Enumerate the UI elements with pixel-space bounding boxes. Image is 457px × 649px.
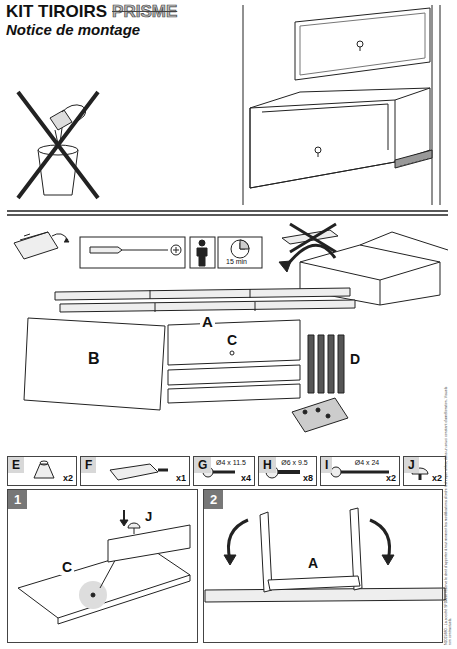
quantity: x2 [63, 473, 73, 483]
step-number: 2 [204, 490, 223, 509]
label: B [86, 350, 102, 368]
tools-row [14, 224, 448, 305]
label: A [306, 556, 320, 571]
label: J [143, 510, 154, 524]
label: Notice de montage [6, 22, 140, 39]
quantity: x8 [303, 473, 313, 483]
label: C [225, 333, 239, 348]
separator [7, 211, 448, 215]
part-letter: F [81, 457, 96, 473]
label: C [60, 560, 74, 575]
step-panel: 1 [7, 489, 198, 643]
label: A [200, 314, 215, 331]
label: N2015680 - La société SFDA se réserve le… [444, 383, 452, 645]
part-box: I Ø4 x 24 x2 [320, 456, 400, 486]
step-panel: 2 [203, 489, 443, 643]
part-letter: J [404, 457, 419, 473]
drawer-unit [243, 5, 440, 205]
dimension: Ø6 x 9.5 [281, 459, 307, 466]
quantity: x2 [432, 473, 442, 483]
parts-drawing [24, 288, 355, 432]
step-number: 1 [8, 490, 27, 509]
no-trash-icon [18, 92, 98, 198]
part-box: Fx1 [80, 456, 190, 486]
part-letter: E [8, 457, 24, 473]
title: KIT TIROIRS [6, 3, 107, 22]
part-box: Jx2 [403, 456, 446, 486]
part-box: G Ø4 x 11.5 x4 [193, 456, 255, 486]
dimension: Ø4 x 24 [355, 459, 380, 466]
part-box: H Ø6 x 9.5 x8 [258, 456, 317, 486]
dimension: Ø4 x 11.5 [216, 459, 246, 466]
label: PRISME [112, 3, 177, 22]
quantity: x2 [386, 473, 396, 483]
quantity: x1 [176, 473, 186, 483]
quantity: x4 [241, 473, 251, 483]
part-letter: G [194, 457, 211, 473]
step2-drawing [205, 508, 445, 602]
label: D [348, 352, 362, 367]
step1-drawing [18, 510, 190, 624]
part-letter: H [259, 457, 276, 473]
part-box: Ex2 [7, 456, 77, 486]
label: 15 min [226, 258, 247, 266]
part-letter: I [321, 457, 332, 473]
